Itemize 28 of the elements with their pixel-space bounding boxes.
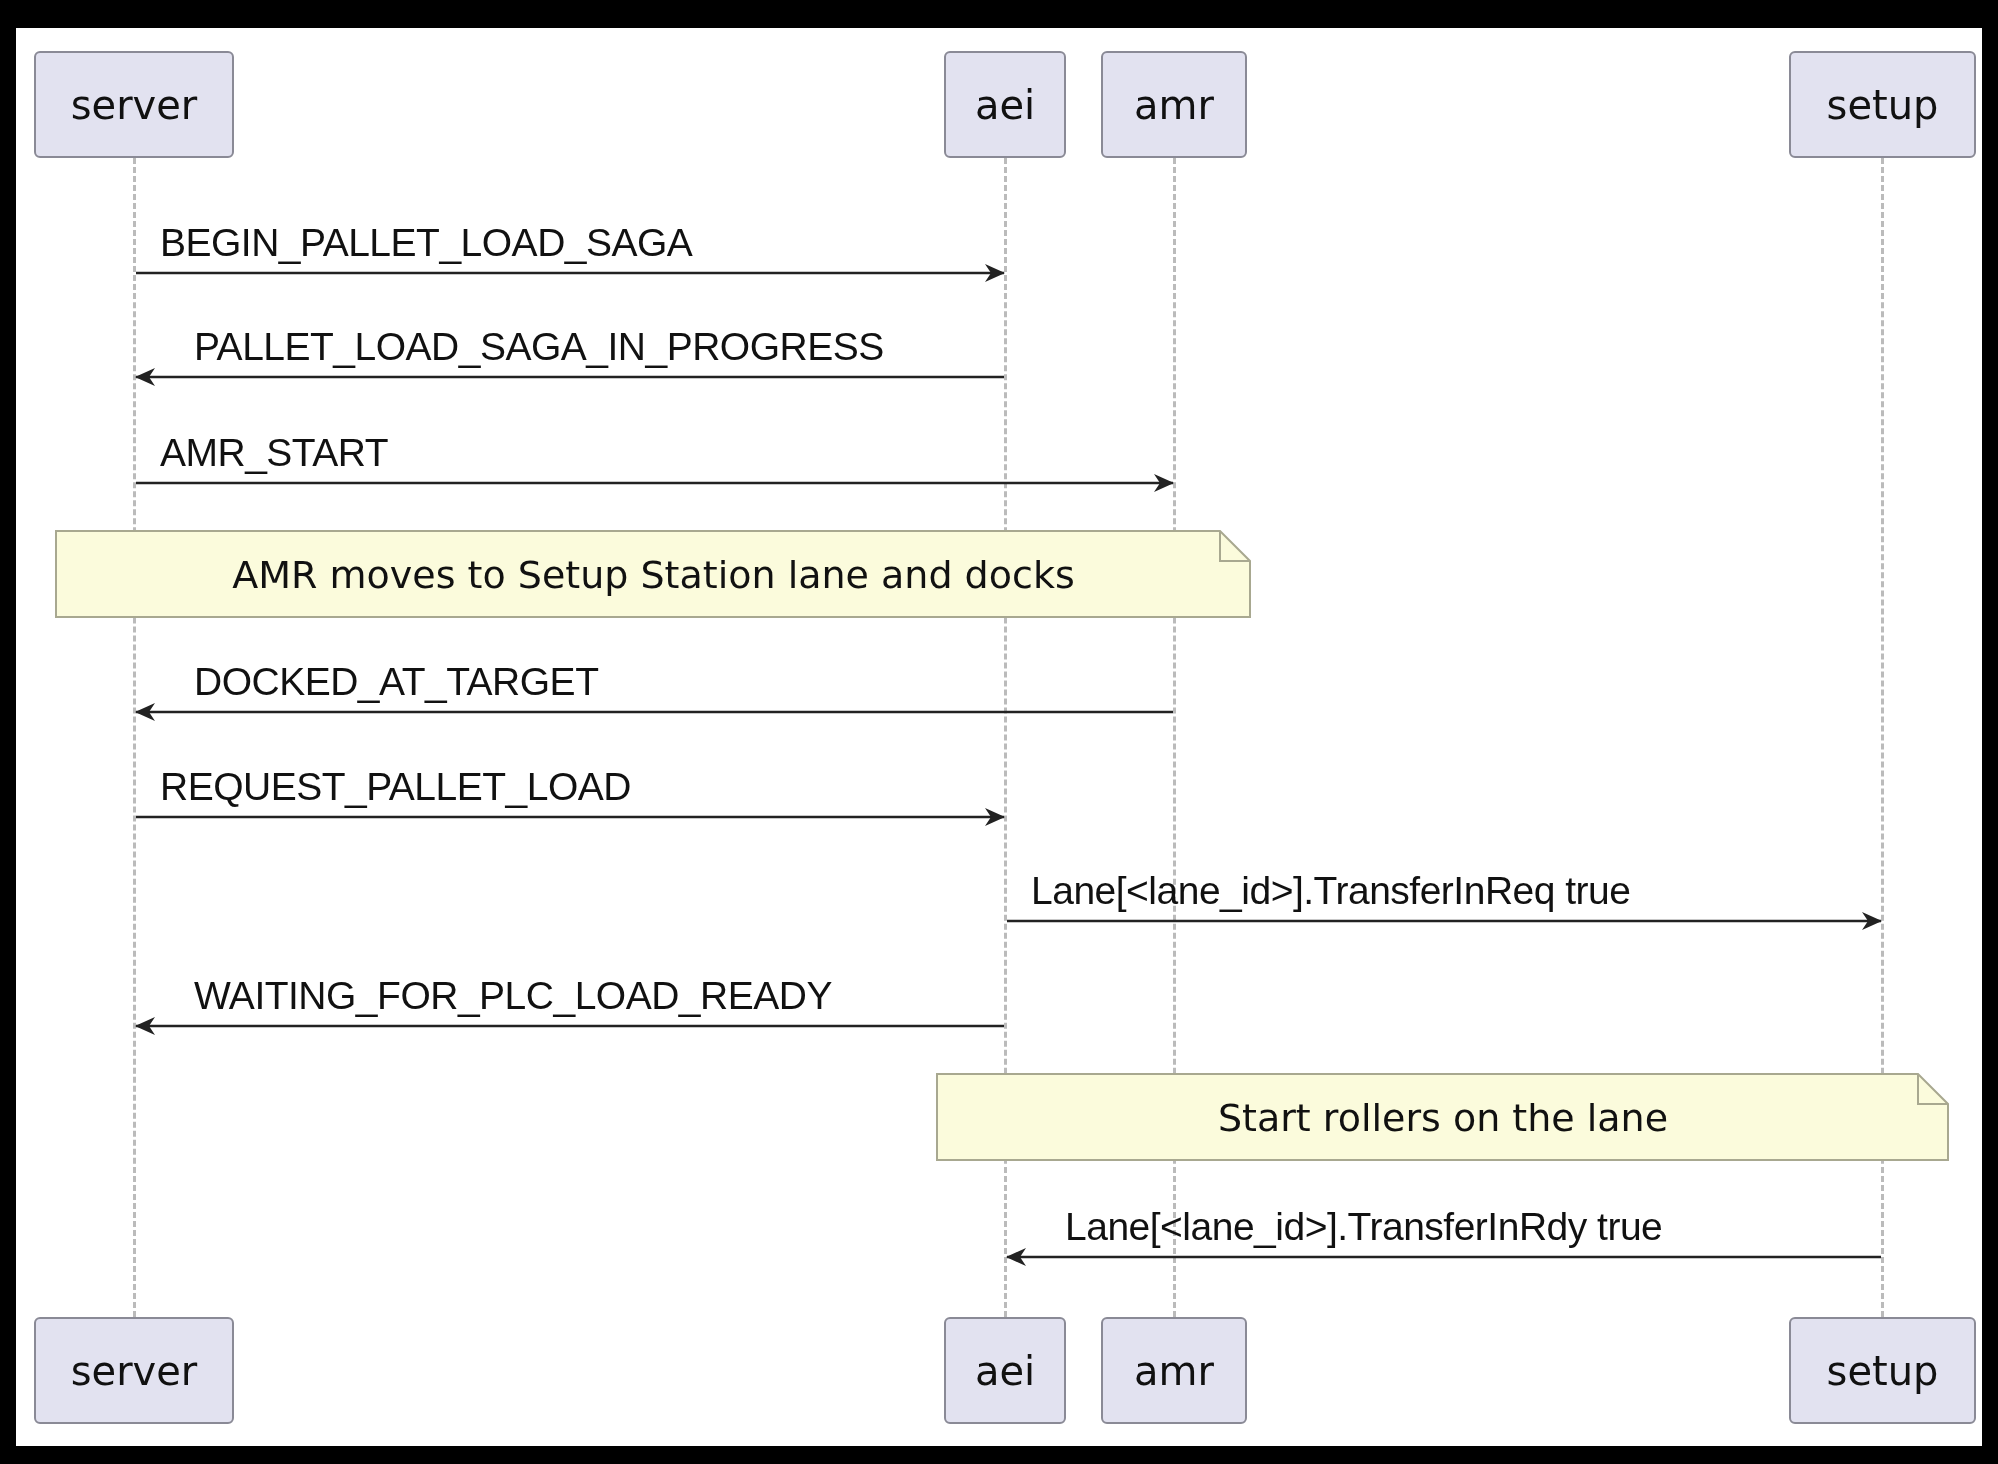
note-box [55,530,1252,619]
participant-box: server [34,1317,234,1424]
participant-box: aei [944,1317,1066,1424]
message-arrow [1007,912,1882,930]
note-box [936,1073,1950,1162]
message-arrow [135,1017,1004,1035]
message-label: PALLET_LOAD_SAGA_IN_PROGRESS [194,325,884,369]
message-label: BEGIN_PALLET_LOAD_SAGA [160,221,693,265]
message-label: AMR_START [160,431,389,475]
message-arrow [135,703,1173,721]
participant-box: setup [1789,51,1976,158]
participant-box: setup [1789,1317,1976,1424]
message-arrow [136,264,1005,282]
note-text: AMR moves to Setup Station lane and docks [232,552,1075,597]
message-arrow [136,808,1005,826]
message-label: Lane[<lane_id>].TransferInReq true [1031,869,1631,913]
participant-box: aei [944,51,1066,158]
message-label: WAITING_FOR_PLC_LOAD_READY [194,974,832,1018]
note-text: Start rollers on the lane [1217,1095,1669,1140]
message-arrow [1006,1248,1881,1266]
participant-box: amr [1101,1317,1247,1424]
participant-box: amr [1101,51,1247,158]
participant-box: server [34,51,234,158]
message-arrow [136,474,1174,492]
message-arrow [135,368,1004,386]
message-label: Lane[<lane_id>].TransferInRdy true [1065,1205,1663,1249]
message-label: DOCKED_AT_TARGET [194,660,599,704]
message-label: REQUEST_PALLET_LOAD [160,765,631,809]
